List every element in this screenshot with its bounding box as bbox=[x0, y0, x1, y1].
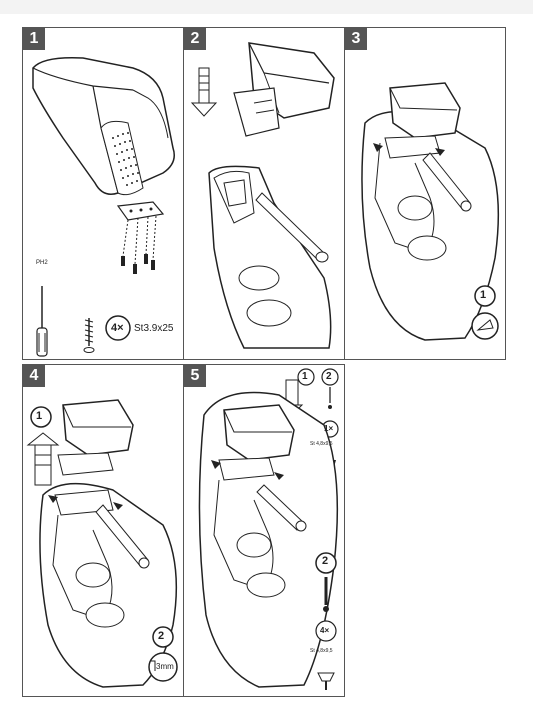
gap-detail bbox=[148, 652, 178, 682]
callout-a: 1 bbox=[36, 410, 43, 422]
screw-icon bbox=[83, 318, 95, 353]
qty-b-label: 4× bbox=[320, 626, 330, 635]
gap-label: 3mm bbox=[156, 662, 174, 671]
step-2-panel: 2 bbox=[183, 27, 345, 360]
step-number: 1 bbox=[23, 28, 45, 50]
callout-number: 1 bbox=[480, 289, 487, 301]
up-arrow-icon bbox=[26, 432, 60, 486]
callout-b: 2 bbox=[158, 630, 165, 642]
screw-spec-label: St3.9x25 bbox=[134, 323, 174, 334]
callout-b: 2 bbox=[326, 371, 332, 382]
console-diagram bbox=[190, 42, 335, 349]
step-4-panel: 4 1 2 3mm bbox=[22, 364, 184, 697]
armrest-diagram bbox=[32, 56, 175, 357]
step-number: 2 bbox=[184, 28, 206, 50]
screw-a-spec: St 4,8x9,5 bbox=[310, 441, 333, 447]
qty-label: 4× bbox=[111, 322, 124, 334]
step-3-panel: 3 1 bbox=[344, 27, 506, 360]
screwdriver-icon bbox=[36, 286, 48, 357]
step-5-panel: 5 1 2 1× St 4,8x9,5 2 4× St 4,8x9,5 bbox=[183, 364, 345, 697]
step-1-panel: 1 bbox=[22, 27, 184, 360]
callout-c: 2 bbox=[322, 555, 329, 567]
qty-badge bbox=[105, 315, 131, 341]
qty-a-label: 1× bbox=[324, 424, 334, 433]
down-arrow-icon bbox=[190, 67, 218, 117]
top-bar bbox=[0, 0, 533, 14]
callout-a: 1 bbox=[302, 371, 308, 382]
tool-label: PH2 bbox=[36, 260, 48, 266]
installed-armrest-diagram bbox=[361, 82, 500, 341]
step-number: 3 bbox=[345, 28, 367, 50]
adjust-armrest-diagram bbox=[26, 399, 178, 688]
step-number: 4 bbox=[23, 365, 45, 387]
perforation-pattern bbox=[112, 132, 139, 186]
fasten-armrest-diagram bbox=[198, 368, 339, 690]
screw-b-spec: St 4,8x9,5 bbox=[310, 648, 333, 654]
step-number: 5 bbox=[184, 365, 206, 387]
